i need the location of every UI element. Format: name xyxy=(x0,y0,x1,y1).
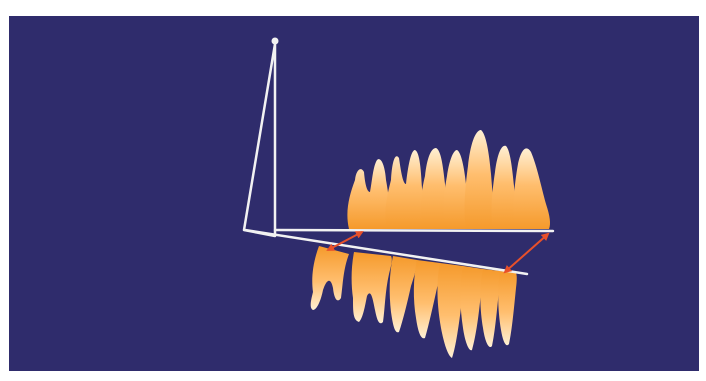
upper-occlusal-plane-line xyxy=(275,230,553,231)
diagram-panel xyxy=(9,16,699,371)
occlusion-diagram xyxy=(9,16,699,371)
reference-point xyxy=(272,38,279,45)
